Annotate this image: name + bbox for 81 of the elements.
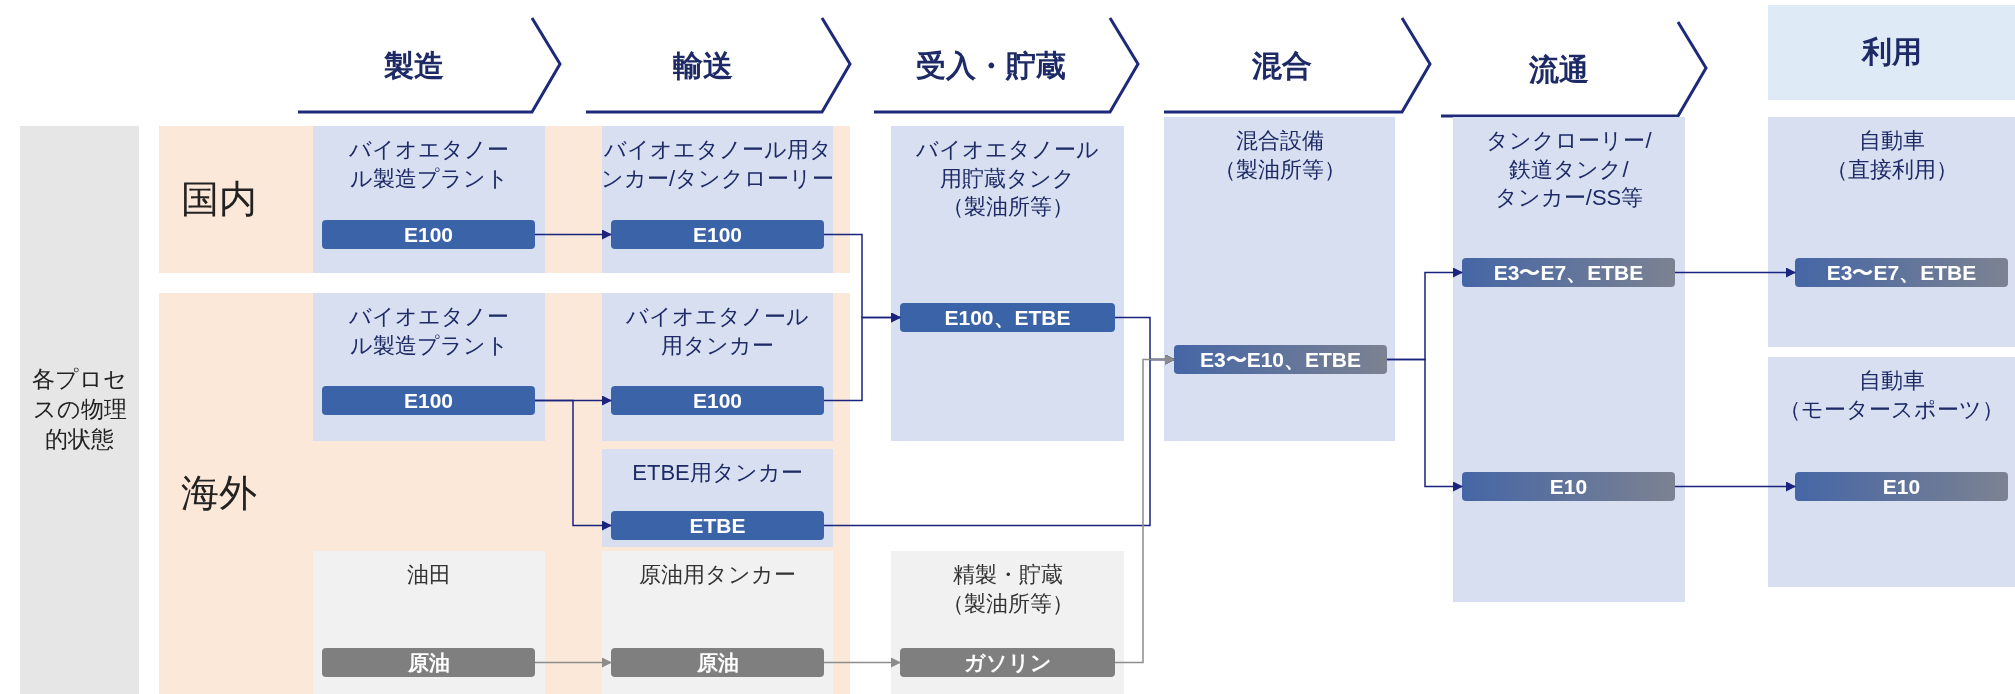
stage-label: 流通 bbox=[1528, 51, 1589, 88]
process-box bbox=[602, 449, 833, 547]
box-label: 自動車（モータースポーツ） bbox=[1778, 367, 2005, 424]
box-label: 自動車（直接利用） bbox=[1824, 127, 1959, 184]
arrow bbox=[823, 657, 901, 668]
region-label: 国内 bbox=[181, 177, 257, 222]
stage-label: 混合 bbox=[1252, 47, 1312, 84]
state-label: E100 bbox=[403, 388, 453, 413]
region-band bbox=[159, 293, 850, 694]
state-label: 原油 bbox=[696, 649, 739, 676]
box-label: バイオエタノール用貯蔵タンク（製油所等） bbox=[915, 136, 1100, 222]
box-label: バイオエタノール製造プラント bbox=[348, 303, 510, 360]
state-pill bbox=[611, 648, 824, 677]
stage-header bbox=[586, 18, 850, 114]
state-label: E100 bbox=[692, 388, 742, 413]
state-label: E3〜E10、ETBE bbox=[1199, 346, 1362, 373]
box-label: 原油用タンカー bbox=[638, 561, 797, 589]
box-label: バイオエタノール製造プラント bbox=[348, 136, 510, 193]
process-box bbox=[313, 126, 545, 273]
process-box bbox=[602, 293, 833, 441]
state-pill bbox=[611, 511, 824, 540]
state-label: 原油 bbox=[407, 649, 450, 676]
state-pill bbox=[322, 386, 535, 415]
state-label: E100、ETBE bbox=[944, 304, 1071, 331]
box-label: 混合設備（製油所等） bbox=[1212, 127, 1347, 184]
process-box bbox=[891, 126, 1124, 441]
arrow bbox=[1674, 267, 1796, 278]
process-box bbox=[313, 551, 545, 694]
stage-header bbox=[1441, 22, 1706, 118]
process-box bbox=[602, 551, 833, 694]
region-label: 海外 bbox=[181, 471, 257, 516]
box-label: 油田 bbox=[406, 561, 452, 589]
box-label: ETBE用タンカー bbox=[631, 459, 804, 487]
state-label: E10 bbox=[1882, 474, 1921, 499]
process-box bbox=[602, 126, 833, 273]
arrow bbox=[1114, 354, 1175, 664]
state-pill bbox=[1174, 345, 1387, 374]
stage-header bbox=[298, 18, 560, 114]
arrow bbox=[534, 657, 612, 668]
process-box bbox=[1768, 357, 2015, 587]
state-label: ETBE bbox=[689, 513, 746, 538]
state-pill bbox=[611, 220, 824, 249]
state-pill bbox=[1795, 472, 2008, 501]
state-label: ガソリン bbox=[963, 649, 1052, 676]
box-label: 各プロセスの物理的状態 bbox=[31, 365, 128, 454]
arrow bbox=[1674, 481, 1796, 492]
process-box bbox=[891, 551, 1124, 694]
state-label: E3〜E7、ETBE bbox=[1826, 259, 1977, 286]
stage-header bbox=[1164, 18, 1430, 114]
stage-label: 受入・貯蔵 bbox=[916, 47, 1066, 84]
state-pill bbox=[1795, 258, 2008, 287]
side-band bbox=[20, 126, 139, 694]
state-label: E100 bbox=[403, 222, 453, 247]
arrow bbox=[534, 229, 612, 240]
state-label: E10 bbox=[1549, 474, 1588, 499]
stage-header bbox=[1768, 5, 2015, 100]
state-pill bbox=[1462, 472, 1675, 501]
stage-label: 利用 bbox=[1861, 34, 1922, 70]
state-pill bbox=[900, 648, 1115, 677]
stage-header bbox=[874, 18, 1138, 114]
process-box bbox=[1164, 117, 1395, 441]
box-label: 精製・貯蔵（製油所等） bbox=[940, 561, 1075, 618]
stage-label: 輸送 bbox=[673, 47, 733, 84]
arrow bbox=[1386, 358, 1463, 492]
arrow bbox=[534, 399, 612, 531]
state-pill bbox=[1462, 258, 1675, 287]
process-box bbox=[1453, 117, 1685, 602]
arrow bbox=[823, 312, 901, 402]
stage-label: 製造 bbox=[384, 47, 444, 84]
state-pill bbox=[611, 386, 824, 415]
state-pill bbox=[900, 303, 1115, 332]
box-label: バイオエタノール用タンカー bbox=[625, 303, 810, 360]
region-band bbox=[159, 126, 850, 273]
process-box bbox=[313, 293, 545, 441]
box-label: バイオエタノール用タンカー/タンクローリー bbox=[599, 136, 836, 193]
box-label: タンクローリー/鉄道タンク/タンカー/SS等 bbox=[1485, 127, 1653, 213]
process-box bbox=[1768, 117, 2015, 347]
state-pill bbox=[322, 220, 535, 249]
state-label: E100 bbox=[692, 222, 742, 247]
state-label: E3〜E7、ETBE bbox=[1493, 259, 1644, 286]
state-pill bbox=[322, 648, 535, 677]
